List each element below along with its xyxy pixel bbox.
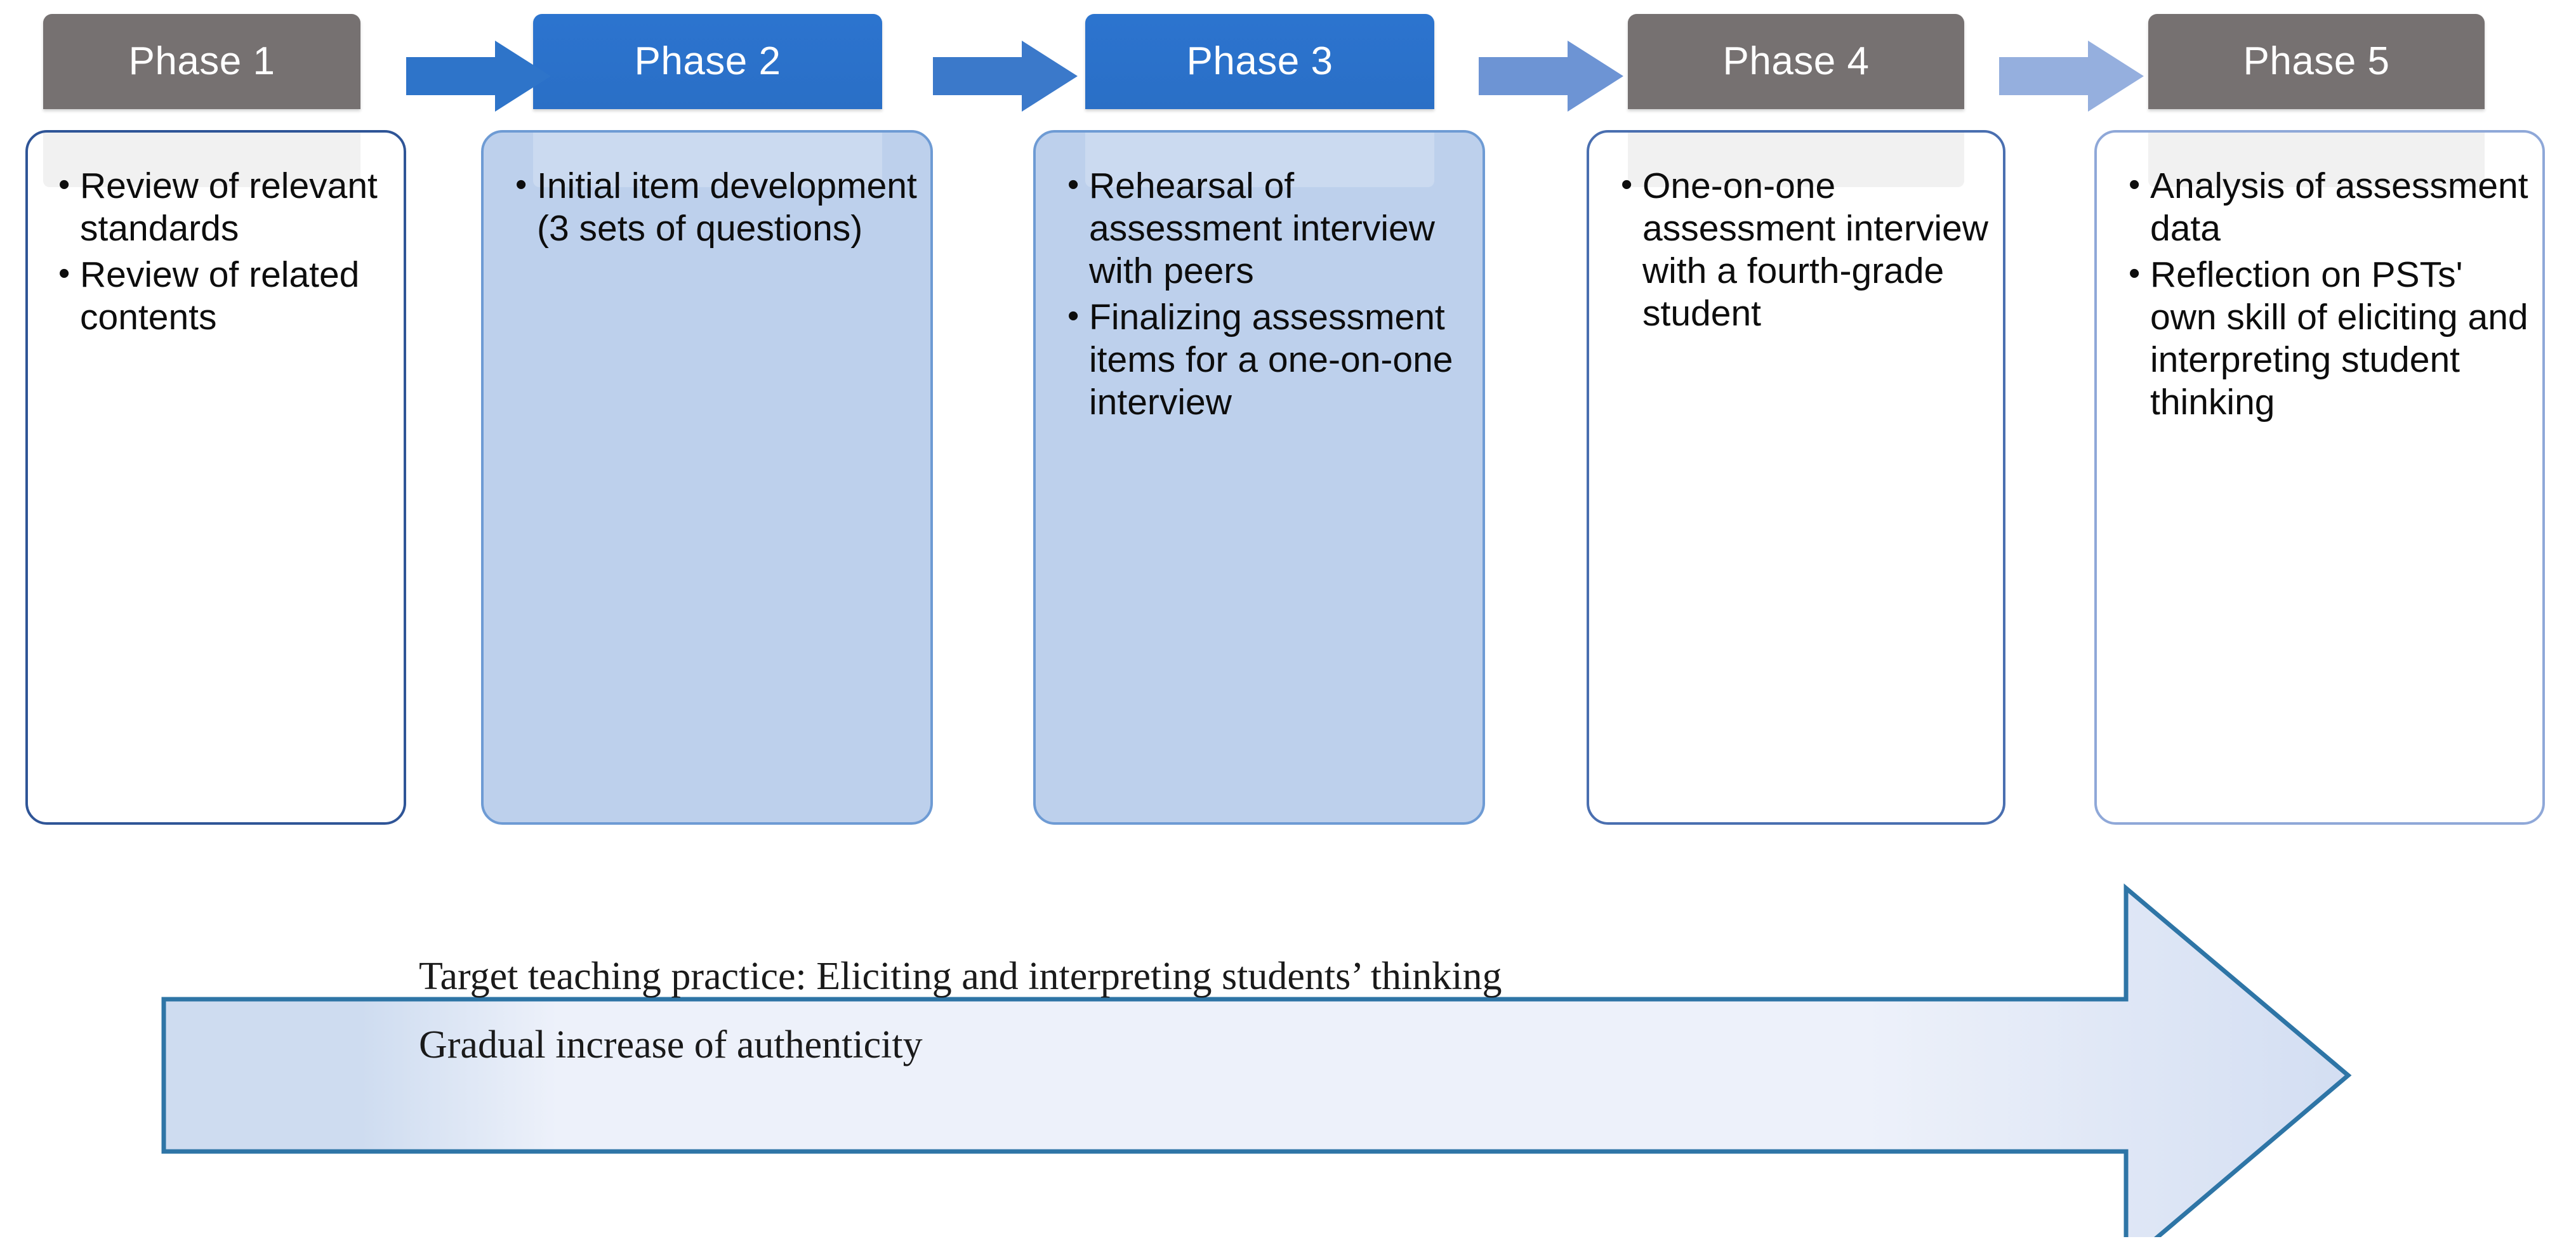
banner-arrow-shape: [161, 883, 2352, 1246]
list-item: Review of related contents: [56, 252, 386, 339]
list-item: Finalizing assessment items for a one-on…: [1065, 295, 1477, 424]
phase-row: Phase 1 Review of relevant standards Rev…: [0, 0, 2576, 844]
arrow-1-to-2-icon: [406, 38, 552, 114]
phase-header-1[interactable]: Phase 1: [43, 14, 360, 109]
banner-arrow: Target teaching practice: Eliciting and …: [0, 831, 2576, 1246]
banner-line-2: Gradual increase of authenticity: [419, 1023, 923, 1066]
arrow-2-to-3-icon: [933, 38, 1079, 114]
list-item: Rehearsal of assessment interview with p…: [1065, 164, 1477, 292]
banner-line-1: Target teaching practice: Eliciting and …: [419, 955, 1502, 998]
list-item: One-on-one assessment interview with a f…: [1618, 164, 1993, 335]
list-item: Initial item development (3 sets of ques…: [513, 164, 919, 250]
phase-bullets-1: Review of relevant standards Review of r…: [56, 164, 386, 339]
list-item: Reflection on PSTs' own skill of eliciti…: [2126, 252, 2532, 424]
list-item: Review of relevant standards: [56, 164, 386, 250]
phase-header-4[interactable]: Phase 4: [1628, 14, 1964, 109]
phase-bullets-5: Analysis of assessment data Reflection o…: [2126, 164, 2532, 424]
arrow-3-to-4-icon: [1479, 38, 1625, 114]
phase-header-5[interactable]: Phase 5: [2148, 14, 2485, 109]
phase-header-2[interactable]: Phase 2: [533, 14, 882, 109]
banner-text-block: Target teaching practice: Eliciting and …: [419, 942, 2069, 1079]
phase-bullets-4: One-on-one assessment interview with a f…: [1618, 164, 1993, 335]
list-item: Analysis of assessment data: [2126, 164, 2532, 250]
phase-bullets-3: Rehearsal of assessment interview with p…: [1065, 164, 1477, 424]
phase-bullets-2: Initial item development (3 sets of ques…: [513, 164, 919, 250]
arrow-4-to-5-icon: [1999, 38, 2145, 114]
phase-header-3[interactable]: Phase 3: [1085, 14, 1434, 109]
